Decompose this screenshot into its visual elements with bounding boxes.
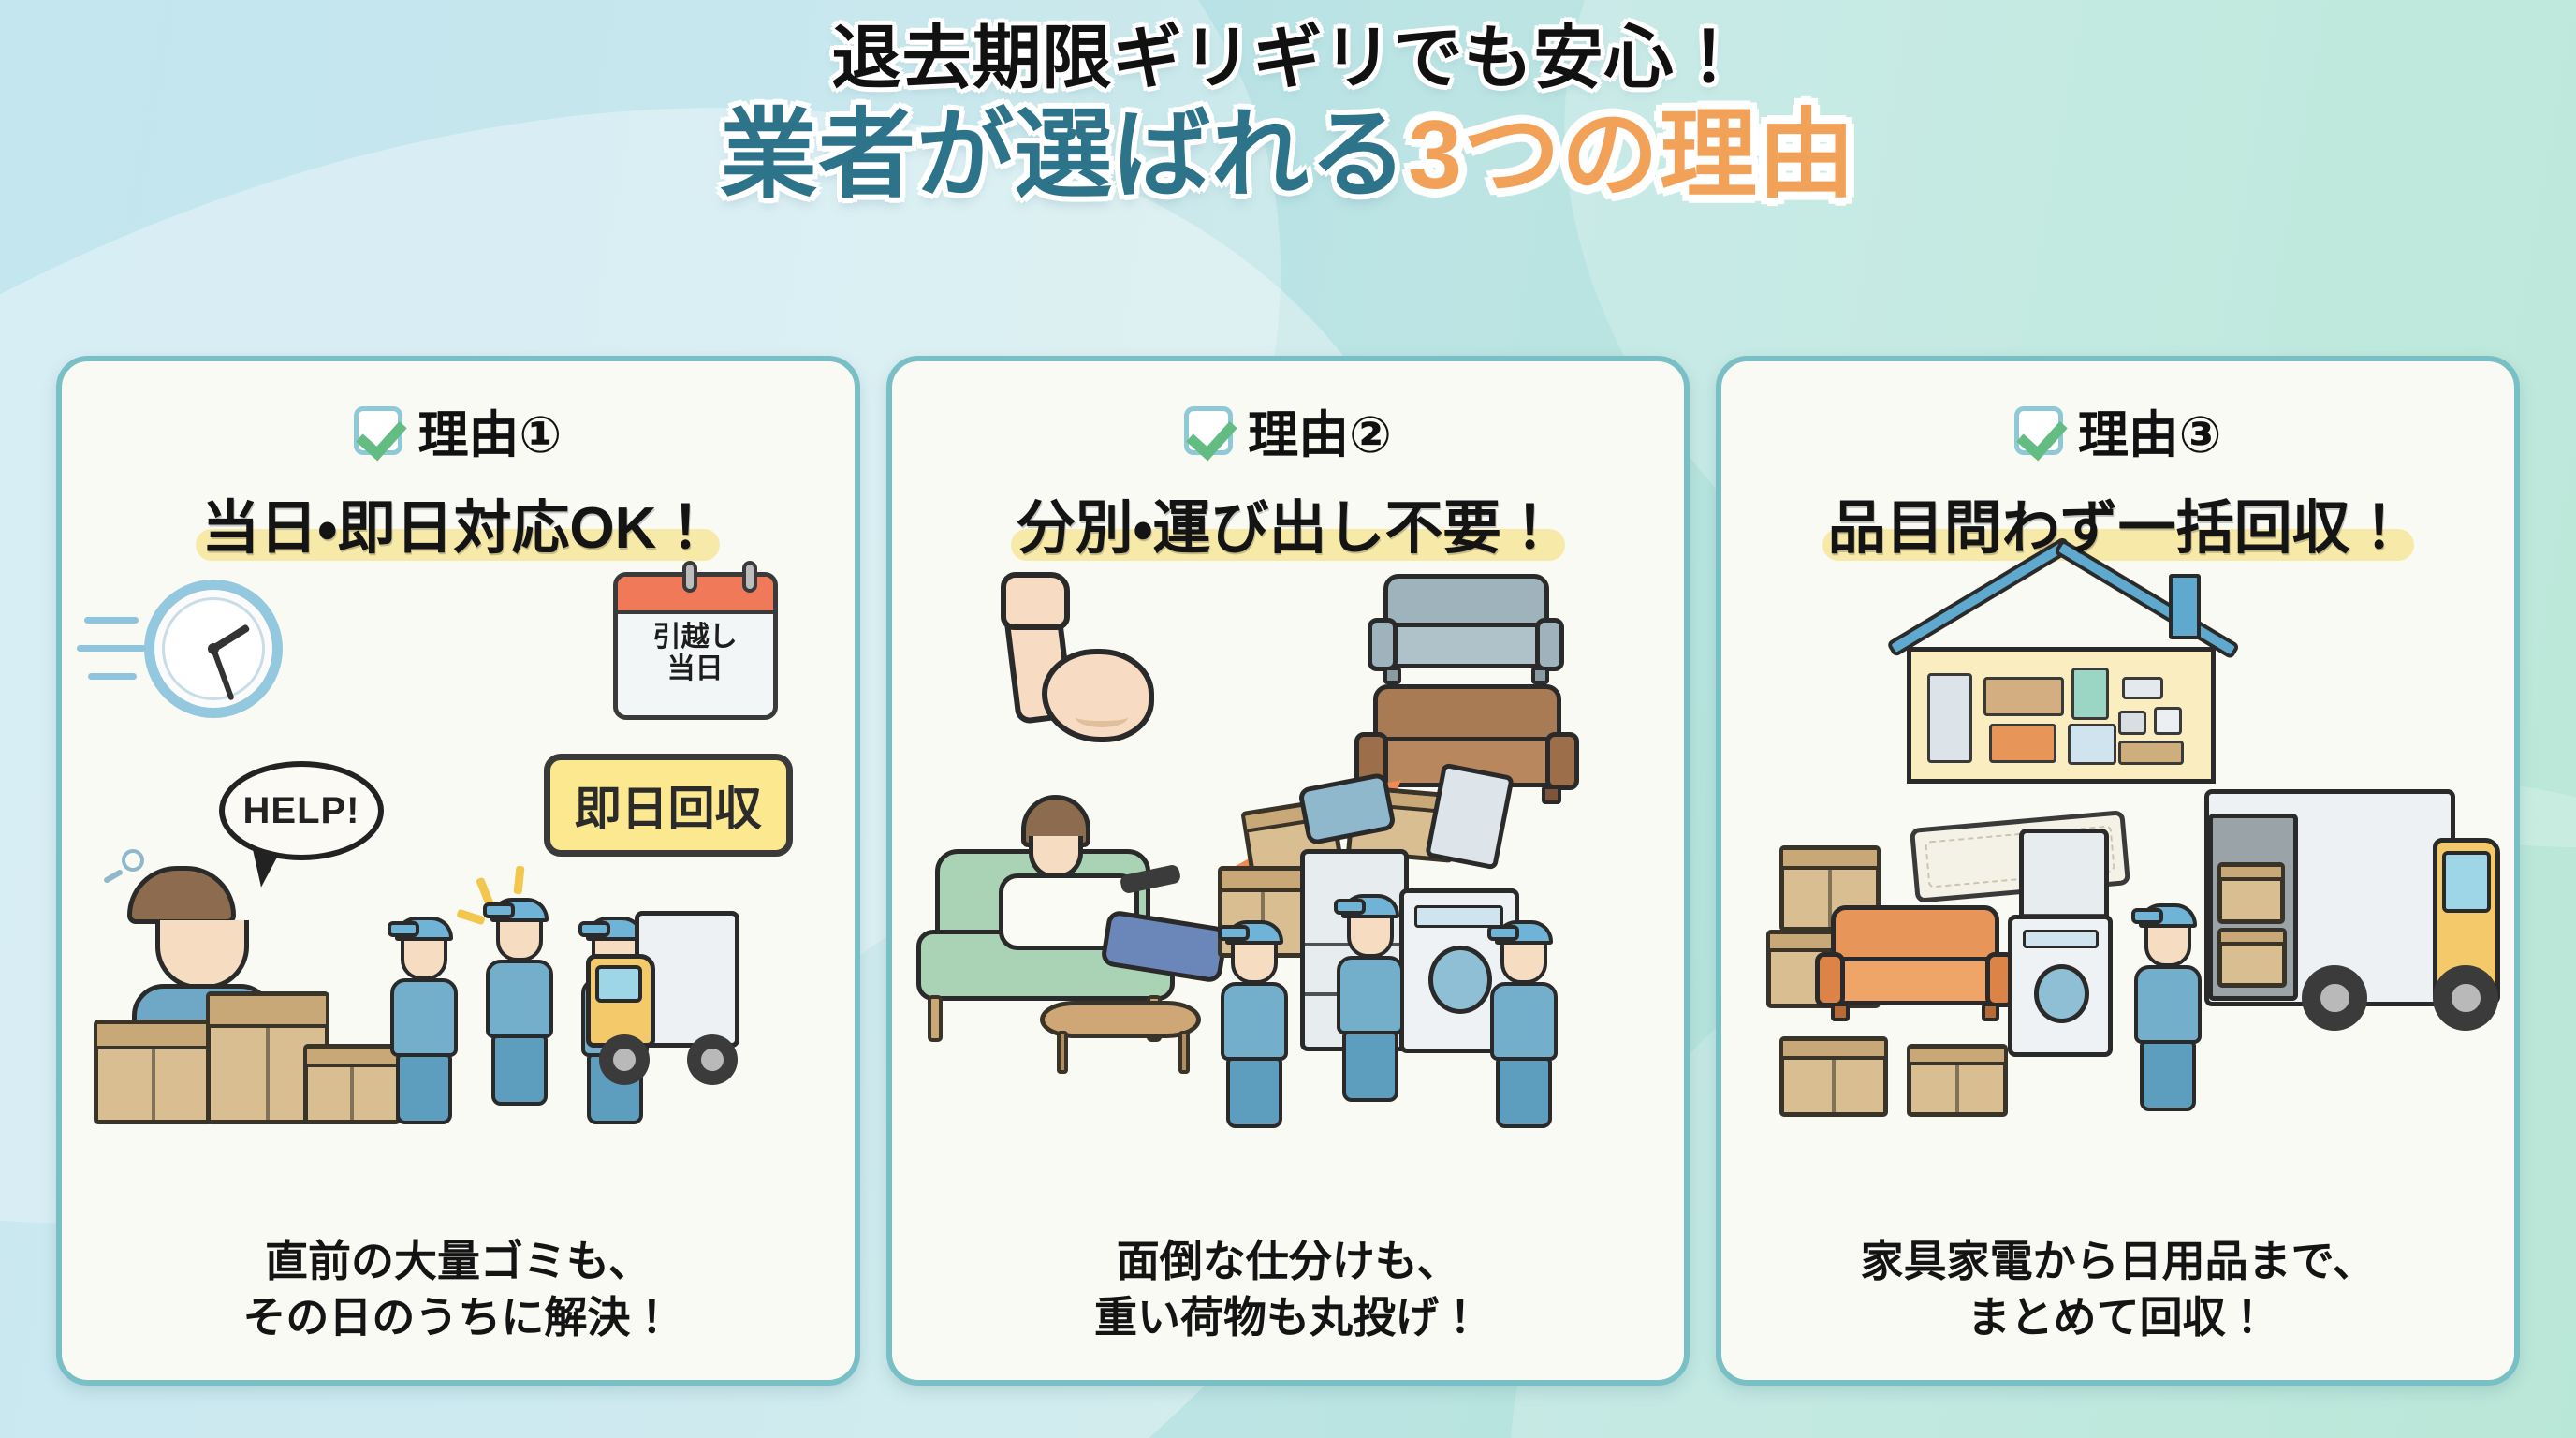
reason-cards-row: 理由① 当日・即日対応OK！ 引越し [56, 356, 2521, 1386]
mini-fridge-icon [2071, 668, 2110, 720]
calendar-icon: 引越し 当日 [612, 572, 778, 720]
reason-1-label: 理由① [417, 407, 563, 463]
worker-figure [1217, 920, 1291, 1128]
clock-speed-line [84, 617, 139, 624]
reason-3-title: 品目問わず一括回収！ [1827, 496, 2408, 561]
bicep-crease [1075, 707, 1128, 727]
checkbox-checked-icon [354, 405, 403, 455]
headline-line-1: 退去期限ギリギリでも安心！ [831, 19, 1745, 96]
wall-clock-icon [144, 580, 283, 718]
bed-icon [1983, 677, 2065, 716]
reason-3-caption-line-1: 家具家電から日用品まで、 [1860, 1237, 2376, 1286]
worry-mark-icon [122, 849, 144, 872]
reason-1-header: 理由① [354, 393, 562, 467]
reason-card-1[interactable]: 理由① 当日・即日対応OK！ 引越し [56, 356, 860, 1386]
title-highlight-bar [196, 529, 721, 561]
table-leg [1056, 1031, 1068, 1074]
orange-sofa-icon [1815, 905, 2016, 1021]
truck-wheel [687, 1034, 738, 1085]
reason-3-illustration [1738, 536, 2501, 1234]
pot-icon [2118, 711, 2147, 735]
truck-wheel [599, 1034, 650, 1085]
truck-wheel [2302, 965, 2368, 1031]
same-day-pickup-badge: 即日回収 [543, 754, 793, 857]
sparkle-icon [513, 865, 525, 895]
calendar-line-2: 当日 [666, 653, 724, 684]
bicep-fist [1000, 572, 1070, 630]
title-highlight-bar [1822, 529, 2414, 561]
reason-2-label: 理由② [1248, 407, 1392, 463]
bag-icon [2154, 707, 2183, 735]
headline-line-2: 業者が選ばれる3つの理由 [0, 98, 2576, 212]
reason-1-title-wrap: 当日・即日対応OK！ [196, 480, 721, 565]
reason-1-caption-line-2: その日のうちに解決！ [242, 1293, 674, 1343]
reason-1-caption-line-1: 直前の大量ゴミも、 [265, 1237, 651, 1286]
worker-figure [1333, 894, 1407, 1102]
table-leg [1178, 1031, 1190, 1074]
couch-leg [927, 995, 943, 1042]
truck-wheel [2433, 965, 2499, 1031]
cargo-box [2217, 862, 2286, 924]
reason-card-3[interactable]: 理由③ 品目問わず一括回収！ [1716, 356, 2521, 1386]
headline-block: 退去期限ギリギリでも安心！ 業者が選ばれる3つの理由 [0, 19, 2576, 213]
sparkle-icon [456, 908, 486, 926]
armchair-icon [1989, 724, 2057, 763]
help-speech-bubble: HELP! [219, 761, 384, 860]
reason-2-title-wrap: 分別・運び出し不要！ [1011, 480, 1565, 565]
reason-1-caption: 直前の大量ゴミも、 その日のうちに解決！ [242, 1234, 673, 1346]
reason-2-caption-line-2: 重い荷物も丸投げ！ [1094, 1293, 1482, 1343]
worker-figure [483, 898, 556, 1106]
gray-sofa-icon [1368, 574, 1565, 684]
worry-mark-icon [102, 868, 124, 885]
worker-figure [388, 917, 461, 1124]
moving-truck-window [595, 965, 642, 1003]
reason-3-title-wrap: 品目問わず一括回収！ [1822, 480, 2414, 565]
headline-line-2-teal: 業者が選ばれる [720, 100, 1409, 210]
reason-1-title: 当日・即日対応OK！ [201, 496, 715, 561]
iron-icon [2122, 677, 2164, 699]
cardboard-box [303, 1044, 401, 1124]
cardboard-box [94, 1020, 213, 1124]
calendar-ring [741, 561, 757, 593]
box-truck-window [2442, 851, 2492, 913]
cardboard-box [1779, 1036, 1889, 1117]
reason-3-caption: 家具家電から日用品まで、 まとめて回収！ [1861, 1234, 2376, 1346]
reason-card-2[interactable]: 理由② 分別・運び出し不要！ [886, 356, 1690, 1386]
cardboard-box [1907, 1044, 2009, 1117]
headline-line-2-orange: 3つの理由 [1406, 98, 1858, 212]
calendar-ring [681, 561, 697, 593]
reason-3-label: 理由③ [2077, 407, 2222, 463]
cardboard-box-icon [2118, 741, 2185, 765]
reason-2-caption: 面倒な仕分けも、 重い荷物も丸投げ！ [1094, 1234, 1482, 1346]
reason-3-caption-line-2: まとめて回収！ [1967, 1293, 2269, 1343]
worker-figure [2131, 903, 2204, 1111]
reason-2-illustration [909, 568, 1668, 1234]
calendar-line-1: 引越し [652, 622, 738, 653]
reason-2-title: 分別・運び出し不要！ [1017, 496, 1559, 561]
reason-2-header: 理由② [1184, 393, 1392, 467]
checkbox-checked-icon [2013, 405, 2063, 455]
reason-2-caption-line-1: 面倒な仕分けも、 [1116, 1237, 1460, 1286]
title-highlight-bar [1011, 529, 1565, 561]
reason-3-header: 理由③ [2013, 393, 2222, 467]
clock-speed-line [88, 673, 137, 680]
reason-1-illustration: 引越し 当日 HELP! 即日回収 [77, 561, 838, 1234]
refrigerator-icon [1927, 673, 1973, 763]
checkbox-checked-icon [1184, 405, 1234, 455]
washing-machine-icon [2068, 724, 2117, 765]
house-chimney [2169, 574, 2202, 639]
clock-speed-line [77, 645, 146, 652]
bicep-muscle [1041, 649, 1154, 742]
cargo-box [2217, 928, 2288, 988]
washing-machine-icon [2008, 915, 2114, 1057]
worker-figure [1486, 920, 1560, 1128]
